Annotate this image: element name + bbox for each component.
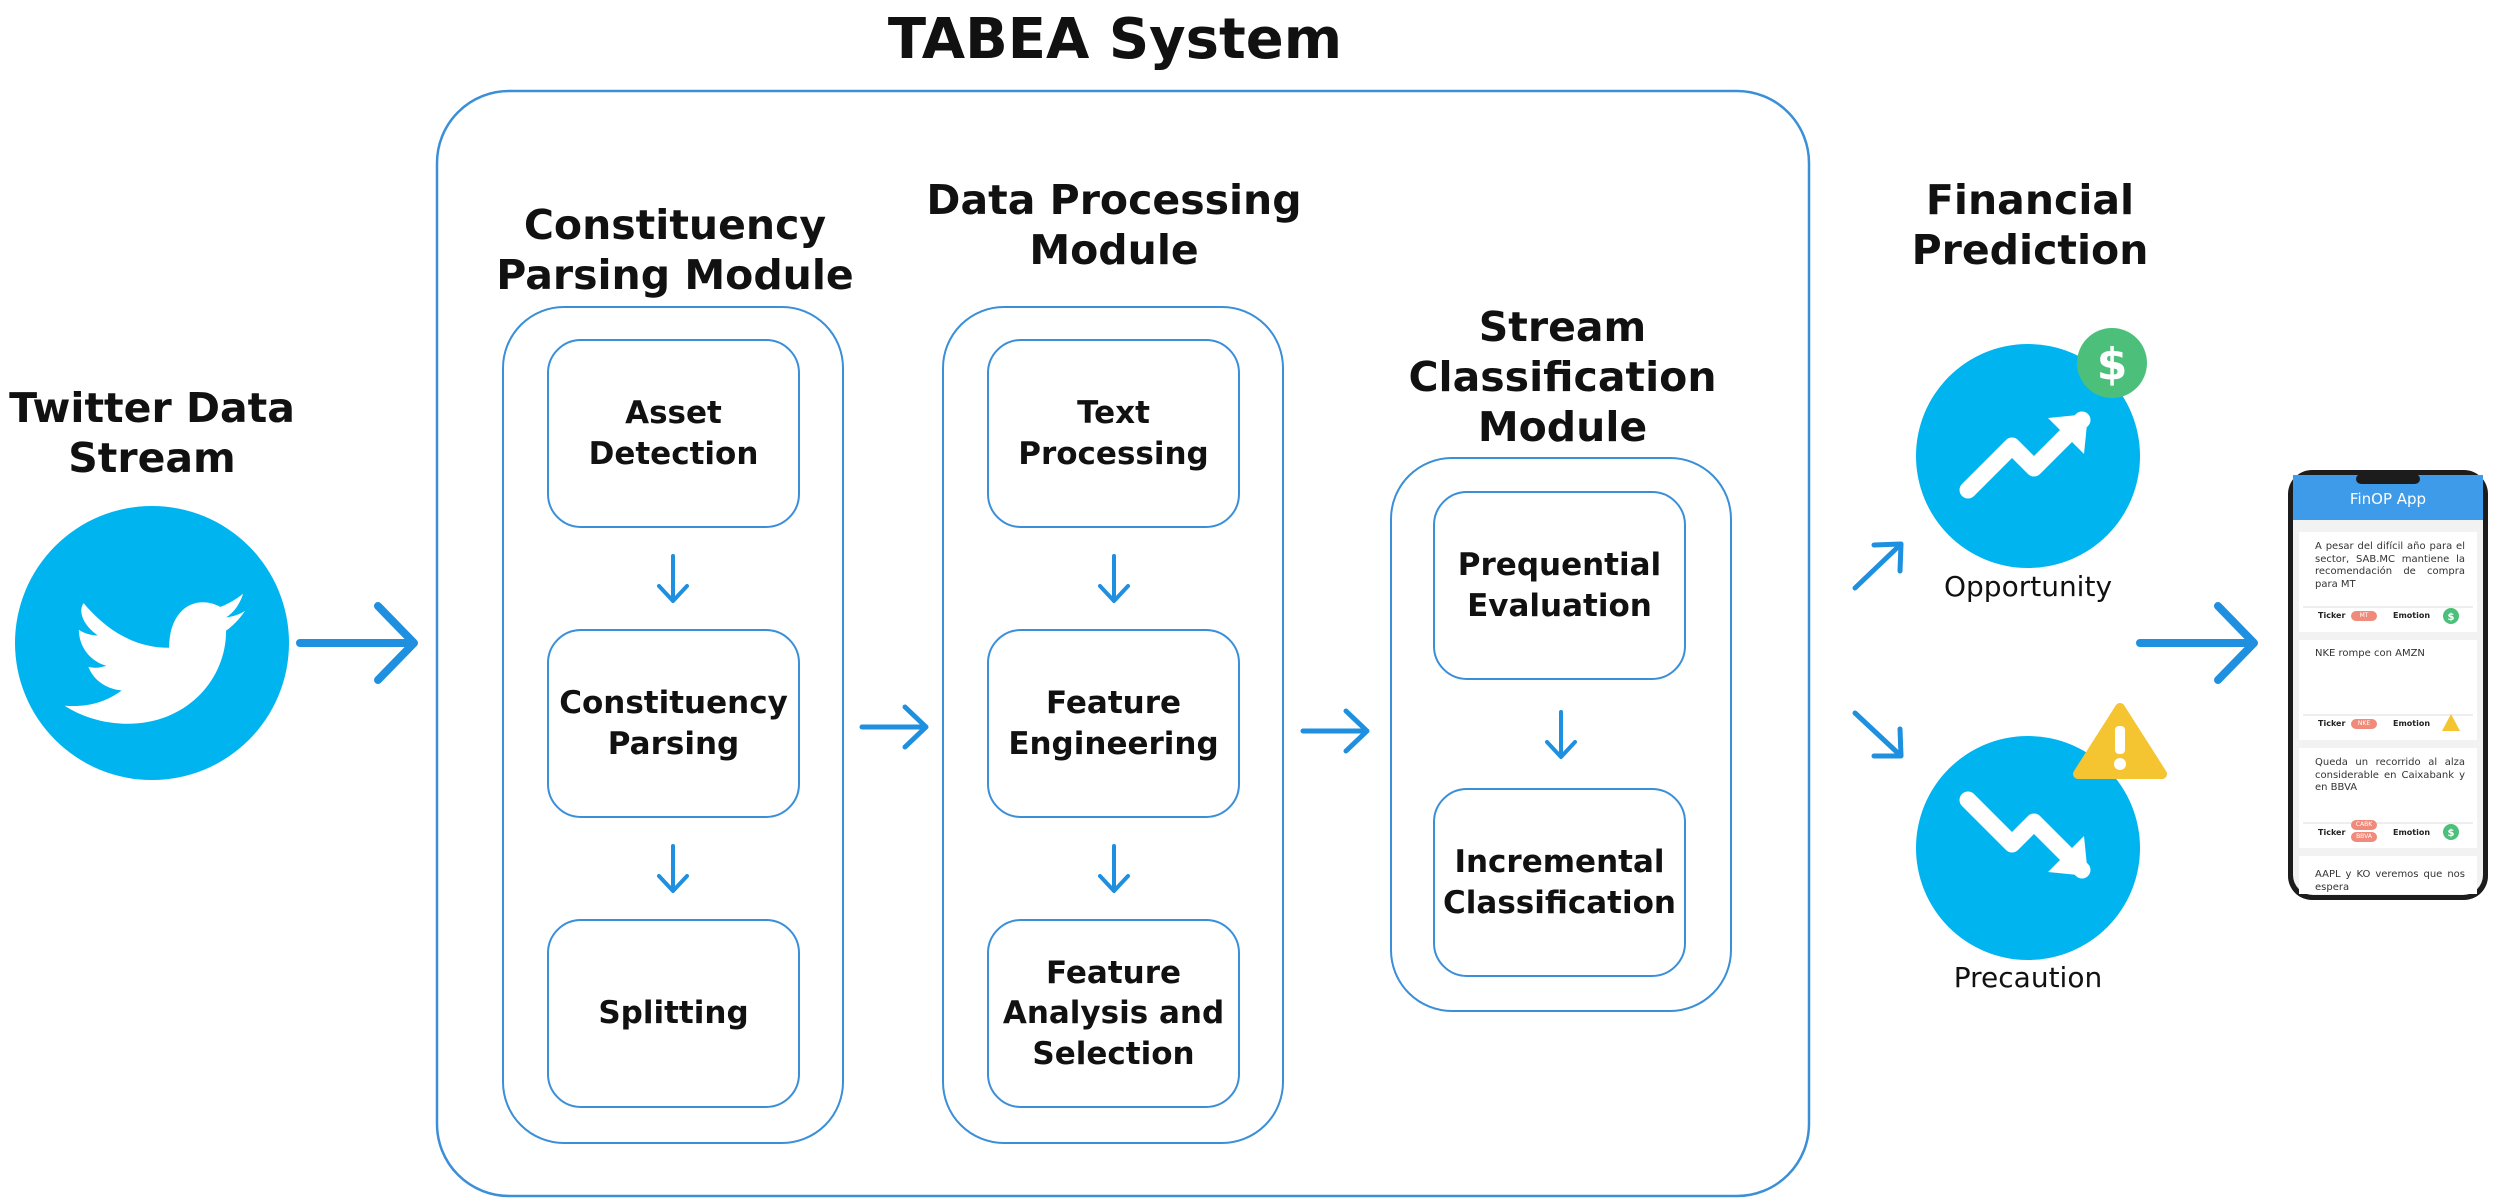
trend-down-icon [1959,791,2091,879]
processing-module-group [942,306,1284,1144]
arrow-precaution [1852,710,1903,758]
precaution-label: Precaution [1953,961,2103,994]
dollar-badge-icon [2077,328,2147,398]
trend-up-icon [1959,411,2091,499]
svg-text:$: $ [2448,612,2455,623]
classification-module-group [1390,457,1732,1012]
dollar-symbol: $ [2097,339,2128,390]
warning-mini-icon [2442,714,2460,731]
arrow-precaution-head [1871,726,1904,759]
arrow-opportunity [1852,542,1903,591]
tweet-card-1-text: A pesar del difícil año para el sector, … [2315,541,2465,590]
constituency-module-group [502,306,844,1144]
card-1-emotion-label: Emotion [2393,611,2431,620]
dollar-mini-icon [2443,608,2459,624]
arrow-opportunity-head [1871,541,1904,574]
card-1-ticker-label: Ticker [2318,611,2346,620]
opportunity-label: Opportunity [1943,570,2113,603]
trend-down-arrowhead [2048,836,2088,876]
tabea-system-frame [435,89,1811,1198]
tweet-card-4-text: AAPL y KO veremos que nos espera [2315,869,2465,893]
svg-text:$: $ [2448,828,2455,839]
tweet-card-3-text: Queda un recorrido al alza considerable … [2315,757,2465,793]
trend-up-arrowhead [2048,414,2088,454]
step-splitting: Splitting [547,919,800,1108]
twitter-circle [15,506,289,780]
phone-mockup: $ $ [2288,470,2488,900]
card-3-ticker-label: Ticker [2318,828,2346,837]
card-3-emotion-label: Emotion [2393,828,2431,837]
card-2-emotion-label: Emotion [2393,719,2431,728]
arrow-output-head [2214,602,2258,684]
arrow-module-2-head [1343,708,1370,754]
arrow-module-1-head [902,704,929,750]
card-2-ticker-label: Ticker [2318,719,2346,728]
arrow-input-head [374,602,418,684]
card-3-ticker-badge: CABK [2351,820,2377,830]
precaution-circle [1916,736,2140,960]
twitter-bird-icon [64,593,246,724]
card-1-ticker-badge: MT [2351,611,2377,621]
card-3-ticker-badge-2: BBVA [2351,832,2377,842]
card-2-ticker-badge: NKE [2351,719,2377,729]
dollar-mini-icon-2 [2443,824,2459,840]
page-title: TABEA System [887,7,1343,72]
warning-icon [2073,703,2167,779]
tweet-card-2-text: NKE rompe con AMZN [2315,648,2425,659]
app-title: FinOP App [2349,490,2427,508]
